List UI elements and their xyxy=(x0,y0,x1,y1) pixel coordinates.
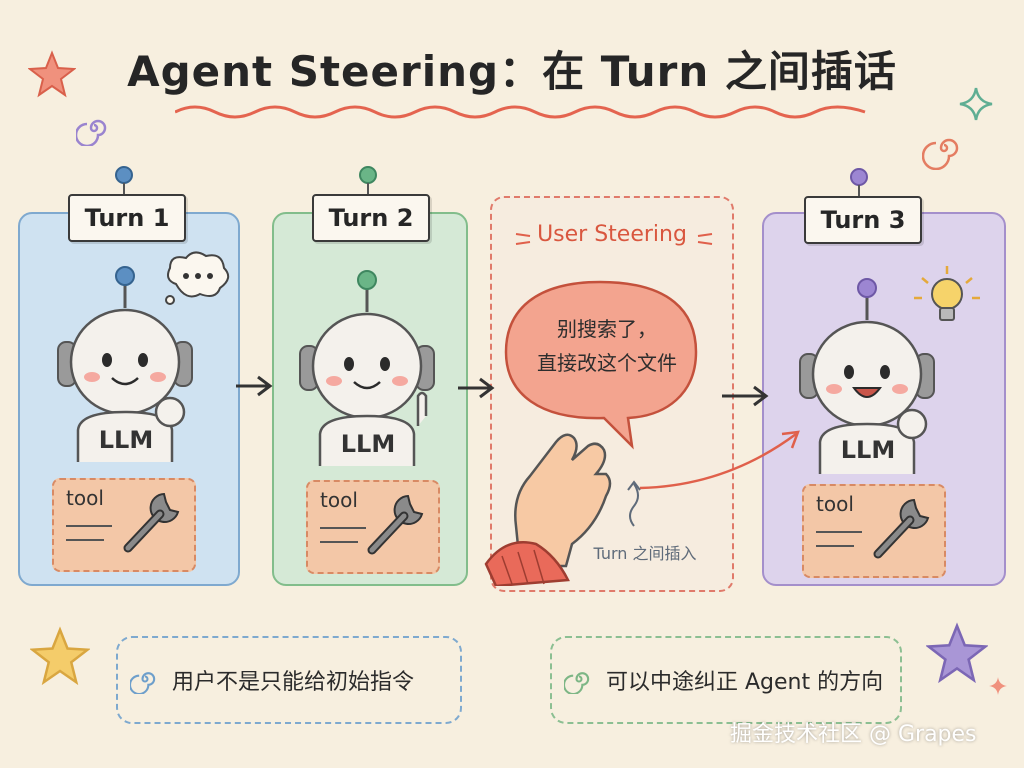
note-right-text: 可以中途纠正 Agent 的方向 xyxy=(606,670,884,695)
pushpin-icon xyxy=(850,168,868,197)
llm-label: LLM xyxy=(840,436,896,464)
swirl-icon xyxy=(922,138,959,170)
speech-bubble xyxy=(504,280,698,450)
tool-card: tool xyxy=(52,478,196,572)
tool-label: tool xyxy=(816,492,854,516)
arrow-icon xyxy=(458,377,495,399)
steering-message-line-1: 别搜索了， xyxy=(557,317,657,341)
title-underline xyxy=(175,105,866,119)
swirl-icon xyxy=(76,119,107,146)
sparkle-icon xyxy=(989,677,1007,695)
llm-label: LLM xyxy=(98,426,154,454)
star-icon xyxy=(28,50,76,98)
star-icon xyxy=(30,626,90,686)
note-mid-correction: 可以中途纠正 Agent 的方向 xyxy=(550,636,902,724)
watermark: 掘金技术社区 @ Grapes xyxy=(730,722,977,747)
text-lines xyxy=(816,531,862,547)
note-initial-instruction: 用户不是只能给初始指令 xyxy=(116,636,462,724)
steering-message: 别搜索了， 直接改这个文件 xyxy=(512,312,702,380)
swirl-icon xyxy=(564,672,590,694)
robot-icon xyxy=(799,278,935,474)
insert-note: Turn 之间插入 xyxy=(593,544,697,563)
pushpin-icon xyxy=(359,166,377,195)
turn-1-label: Turn 1 xyxy=(68,194,186,242)
swirl-icon xyxy=(130,672,156,694)
tool-card: tool xyxy=(306,480,440,574)
text-lines xyxy=(66,525,112,541)
thought-bubble-icon xyxy=(165,251,230,305)
turn-3-label: Turn 3 xyxy=(804,196,922,244)
wrench-icon xyxy=(873,498,930,559)
steering-message-line-2: 直接改这个文件 xyxy=(537,351,677,375)
turn-2-label: Turn 2 xyxy=(312,194,430,242)
sparkle-icon xyxy=(959,87,993,121)
arrow-icon xyxy=(236,375,273,397)
up-arrow-icon xyxy=(627,480,641,527)
text-lines xyxy=(320,527,366,543)
tool-label: tool xyxy=(66,486,104,510)
robot-icon xyxy=(57,266,193,462)
accent-marks xyxy=(515,233,713,245)
arrow-icon xyxy=(722,385,769,407)
pushpin-icon xyxy=(115,166,133,195)
tool-card: tool xyxy=(802,484,946,578)
curved-arrow-icon xyxy=(639,430,800,490)
tool-label: tool xyxy=(320,488,358,512)
hand-icon xyxy=(484,433,612,586)
llm-label: LLM xyxy=(340,430,396,458)
note-left-text: 用户不是只能给初始指令 xyxy=(172,670,415,695)
wrench-icon xyxy=(123,492,180,553)
user-steering-label: User Steering xyxy=(537,222,687,247)
robot-icon xyxy=(299,270,435,466)
star-icon xyxy=(926,622,988,684)
lightbulb-icon xyxy=(914,266,980,321)
page-title: Agent Steering：在 Turn 之间插话 xyxy=(127,47,897,96)
wrench-icon xyxy=(367,494,424,555)
